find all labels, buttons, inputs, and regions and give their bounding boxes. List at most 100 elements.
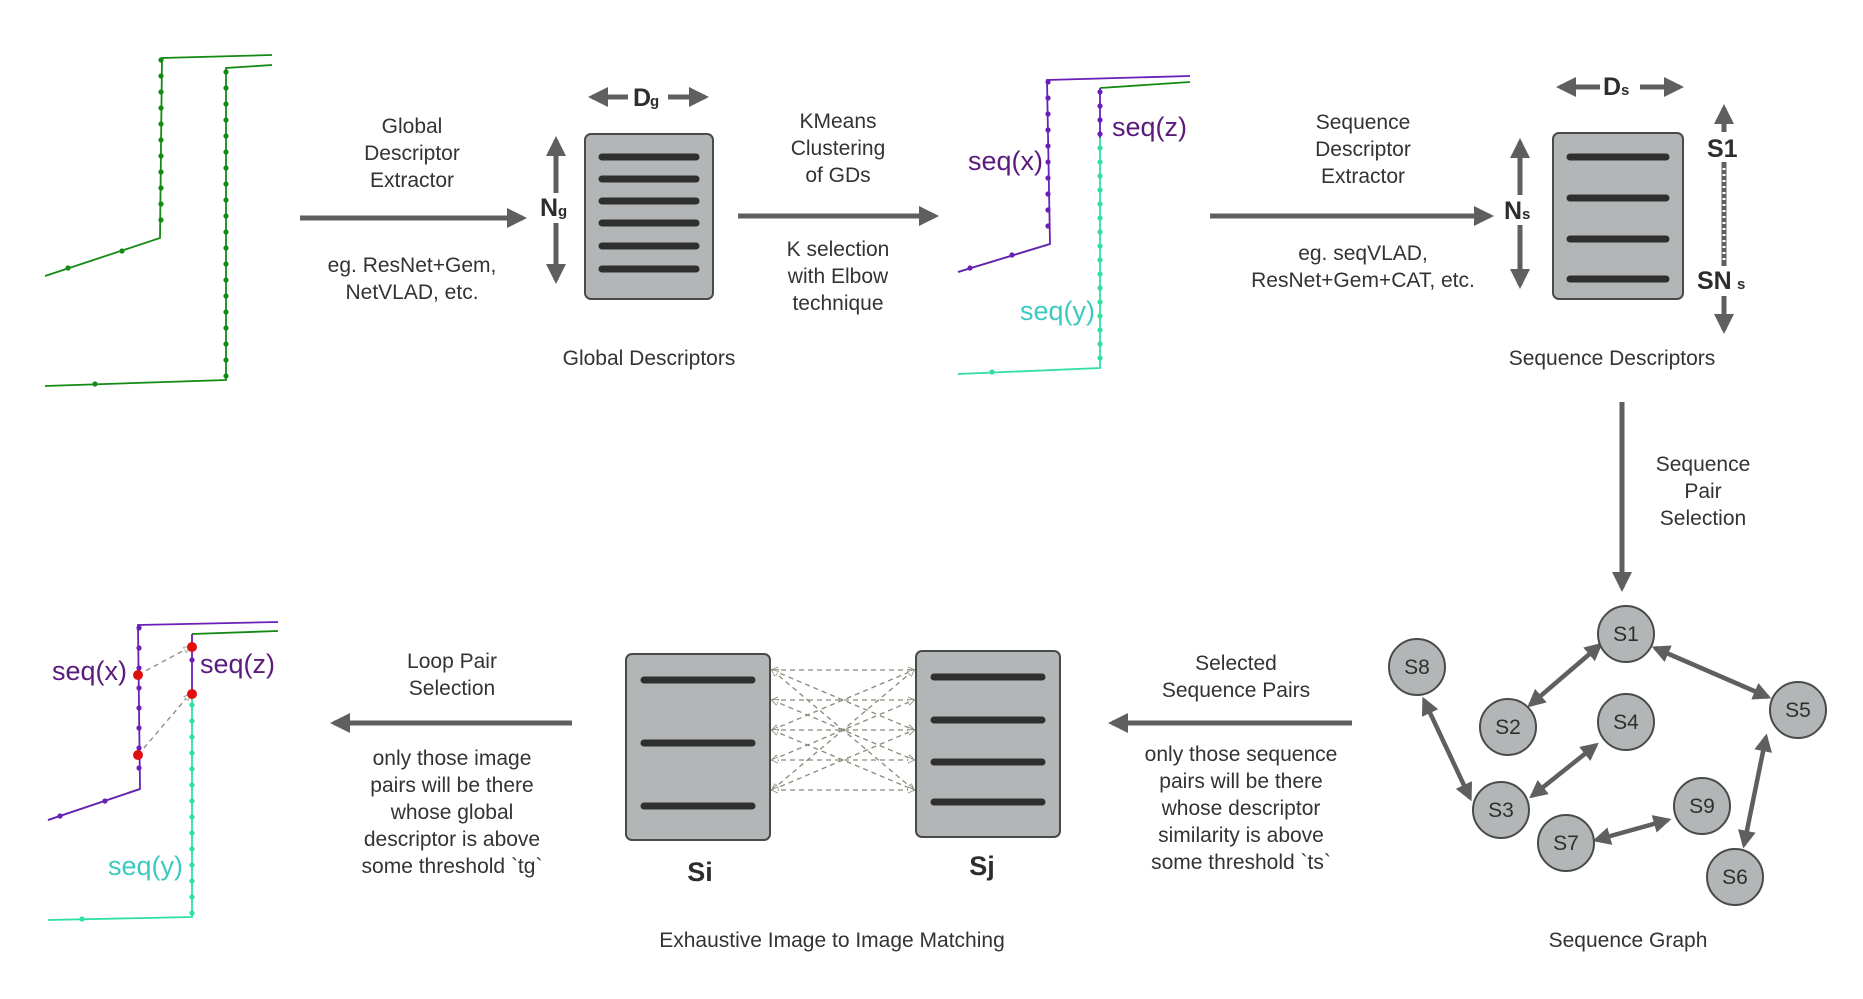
trajectory-point [1097,215,1103,221]
trajectory-point [1097,201,1103,207]
trajectory-point [158,201,164,207]
svg-text:Global: Global [382,115,443,138]
trajectory-point [1045,175,1051,181]
trajectory-point [189,766,195,772]
trajectory-point [189,734,195,740]
trajectory-point [158,137,164,143]
trajectory-point [136,685,142,691]
trajectory-point [223,293,229,299]
step-global-extractor: Global Descriptor Extractor eg. ResNet+G… [328,115,497,304]
trajectory-point [158,121,164,127]
svg-text:KMeans: KMeans [799,110,876,133]
trajectory-point [1097,117,1103,123]
trajectory-point [1097,271,1103,277]
trajectory-point [158,185,164,191]
trajectory-point [189,814,195,820]
trajectory-point [223,277,229,283]
trajectory-point [189,798,195,804]
svg-text:pairs will be there: pairs will be there [370,774,533,797]
svg-text:s: s [1522,206,1530,223]
svg-text:s: s [1737,276,1745,293]
trajectory-point [1097,187,1103,193]
svg-text:S7: S7 [1553,832,1579,855]
trajectory-point [158,105,164,111]
trajectory-point [1097,145,1103,151]
svg-text:N: N [1504,197,1522,225]
step-loop-pairs: Loop Pair Selection only those image pai… [362,650,543,878]
sequence-descriptors-caption: Sequence Descriptors [1509,347,1716,370]
sequence-graph-caption: Sequence Graph [1549,929,1708,952]
svg-text:only those sequence: only those sequence [1145,743,1338,766]
trajectory-point [1045,111,1051,117]
svg-text:S9: S9 [1689,795,1715,818]
trajectory-point [1097,299,1103,305]
trajectory-point [1097,257,1103,263]
svg-text:some threshold `ts`: some threshold `ts` [1151,851,1331,874]
trajectory-point [223,213,229,219]
trajectory-point [102,798,108,804]
trajectory-point [1045,95,1051,101]
trajectory-point [1097,173,1103,179]
trajectory-point [189,782,195,788]
svg-text:Selection: Selection [409,677,495,700]
trajectory-point [65,265,71,271]
global-descriptors-caption: Global Descriptors [563,347,736,370]
graph-node-s4: S4 [1597,693,1655,751]
trajectory-point [223,69,229,75]
trajectory-point [1045,159,1051,165]
trajectory-point [223,245,229,251]
match-line [772,730,914,790]
trajectory-point [158,169,164,175]
loop-label-seq-z: seq(z) [200,649,275,679]
trajectory-point [223,117,229,123]
svg-text:D: D [1603,73,1621,101]
matching-caption: Exhaustive Image to Image Matching [659,929,1005,952]
trajectory-point [1045,223,1051,229]
cluster-label-seq-z: seq(z) [1112,112,1187,142]
trajectory-point [136,745,142,751]
svg-text:Pair: Pair [1684,480,1721,503]
svg-text:descriptor is above: descriptor is above [364,828,540,851]
svg-text:S4: S4 [1613,711,1639,734]
loop-point [133,670,143,680]
trajectory-point [1097,103,1103,109]
svg-text:only those image: only those image [373,747,532,770]
trajectory-point [1097,243,1103,249]
cluster-label-seq-y: seq(y) [1020,296,1095,326]
trajectory-point [189,862,195,868]
global-descriptor-matrix: D g N g Global Descriptors [537,82,735,370]
trajectory-point [223,165,229,171]
svg-text:Extractor: Extractor [370,169,454,192]
svg-text:Descriptor: Descriptor [364,142,460,165]
svg-text:Loop Pair: Loop Pair [407,650,497,673]
trajectory-point [158,89,164,95]
trajectory-point [92,381,98,387]
trajectory-point [119,248,125,254]
trajectory-point [223,229,229,235]
svg-text:whose descriptor: whose descriptor [1161,797,1321,820]
svg-text:Clustering: Clustering [791,137,886,160]
svg-text:Selected: Selected [1195,652,1277,675]
trajectory-point [79,916,85,922]
trajectory-point [189,878,195,884]
trajectory-point [223,309,229,315]
svg-text:similarity is above: similarity is above [1158,824,1324,847]
trajectory-point [1097,327,1103,333]
step-pair-selection: Sequence Pair Selection [1656,453,1751,530]
trajectory-point [223,133,229,139]
graph-node-s2: S2 [1479,698,1537,756]
svg-text:of GDs: of GDs [805,164,870,187]
svg-text:Extractor: Extractor [1321,165,1405,188]
svg-text:S6: S6 [1722,866,1748,889]
trajectory-point [136,625,142,631]
step-sequence-extractor: Sequence Descriptor Extractor eg. seqVLA… [1251,111,1475,292]
trajectory-point [189,718,195,724]
graph-node-s7: S7 [1537,814,1595,872]
trajectory-point [223,149,229,155]
trajectory-point [1097,159,1103,165]
svg-text:Sequence Pairs: Sequence Pairs [1162,679,1310,702]
trajectory-point [189,846,195,852]
sequence-descriptor-matrix: D s N s S1 SN s Sequence Descriptors [1502,72,1755,370]
sequence-graph: S1 S2 S3 S4 S5 S6 S7 S8 S9 Sequence Grap… [1388,605,1827,952]
